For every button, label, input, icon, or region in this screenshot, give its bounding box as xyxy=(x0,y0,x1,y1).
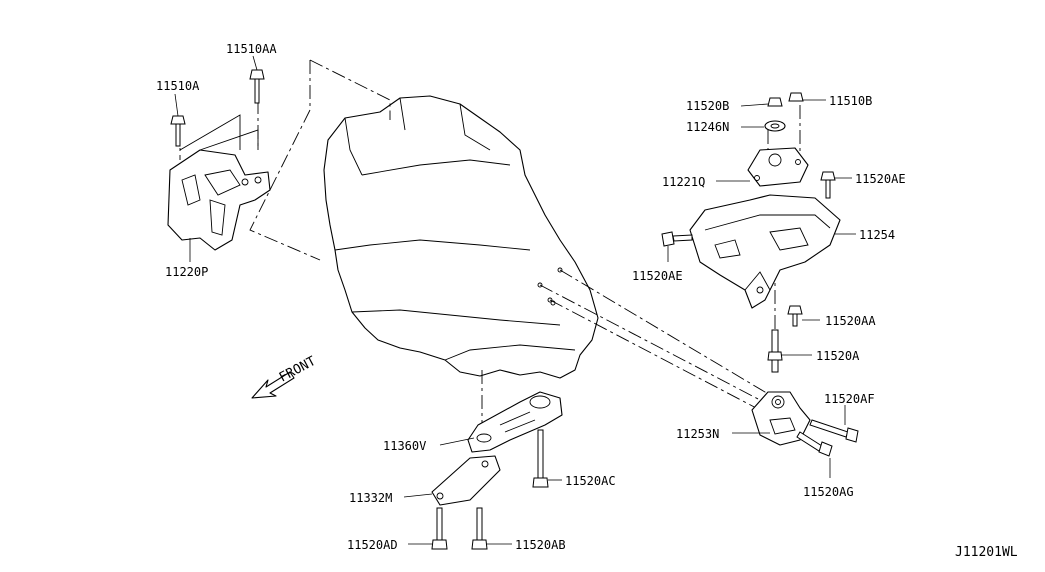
torque-rod-11253N xyxy=(751,391,811,446)
engine-block xyxy=(323,95,599,379)
label-11520AC: 11520AC xyxy=(565,474,616,488)
label-11520AE-left: 11520AE xyxy=(632,269,683,283)
nut-11520B xyxy=(767,97,783,107)
label-11510B: 11510B xyxy=(829,94,872,108)
leader-lines xyxy=(174,55,856,545)
front-label: FRONT xyxy=(277,354,319,386)
bolt-11520AD xyxy=(431,507,448,550)
label-11221Q: 11221Q xyxy=(662,175,705,189)
washer-11246N xyxy=(764,120,786,132)
label-11510A: 11510A xyxy=(156,79,200,93)
bolt-11510AA xyxy=(249,69,265,104)
bracket-11332M xyxy=(431,455,501,506)
label-11520AA: 11520AA xyxy=(825,314,876,328)
label-11520AG: 11520AG xyxy=(803,485,854,499)
label-11520A: 11520A xyxy=(816,349,860,363)
label-11510AA: 11510AA xyxy=(226,42,277,56)
bolt-11520AB xyxy=(471,507,488,550)
label-11360V: 11360V xyxy=(383,439,426,453)
bolt-11520AE-left xyxy=(661,231,693,247)
diagram-code: J11201WL xyxy=(955,545,1018,560)
bolt-11520AG xyxy=(796,431,833,457)
bolt-11520AE-top xyxy=(820,171,836,199)
nut-11510B xyxy=(788,92,804,102)
bolt-11520AA xyxy=(787,305,803,327)
label-11253N: 11253N xyxy=(676,427,719,441)
label-11246N: 11246N xyxy=(686,120,729,134)
label-11520AF: 11520AF xyxy=(824,392,875,406)
label-11254: 11254 xyxy=(859,228,895,242)
label-11520AE-top: 11520AE xyxy=(855,172,906,186)
label-11520B: 11520B xyxy=(686,99,729,113)
label-11332M: 11332M xyxy=(349,491,392,505)
left-engine-mount xyxy=(167,100,271,251)
insulator-11221Q xyxy=(747,147,809,187)
bolt-11520AC xyxy=(532,429,549,488)
label-11220P: 11220P xyxy=(165,265,208,279)
bolt-11510A xyxy=(170,115,186,147)
bolt-11520AF xyxy=(809,419,859,443)
label-11520AB: 11520AB xyxy=(515,538,566,552)
label-11520AD: 11520AD xyxy=(347,538,398,552)
front-arrow-icon xyxy=(251,371,295,399)
lower-rod-11360V xyxy=(467,391,563,453)
bracket-11254 xyxy=(689,194,841,309)
stud-11520A xyxy=(767,329,783,373)
